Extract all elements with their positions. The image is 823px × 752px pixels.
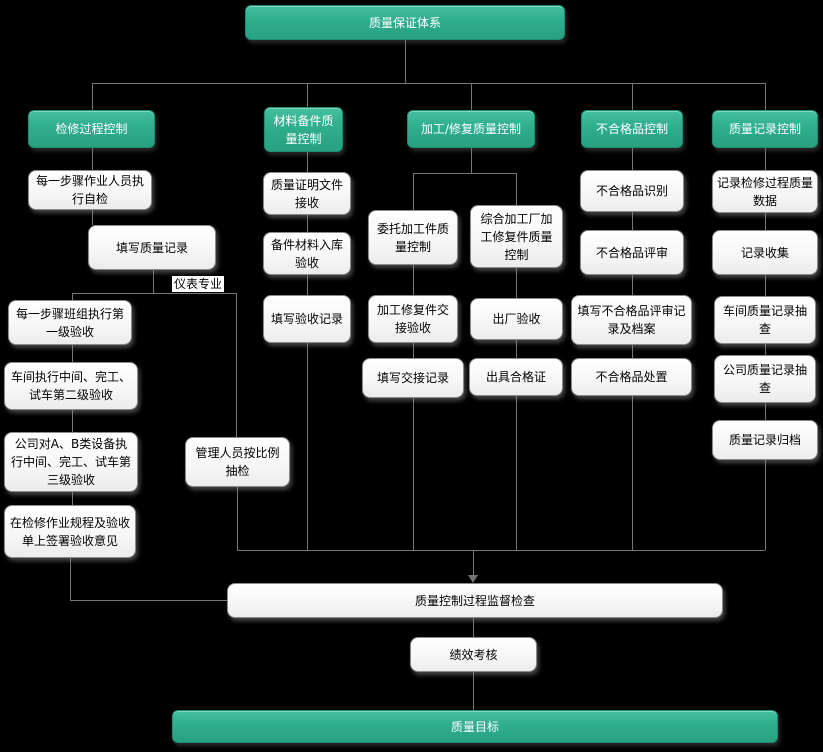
connector-line <box>765 148 766 170</box>
node-quality-certificate-reception: 质量证明文件接收 <box>263 172 351 215</box>
connector-line <box>70 558 71 600</box>
connector-line <box>632 396 633 550</box>
node-first-level-acceptance: 每一步骤班组执行第一级验收 <box>8 300 132 345</box>
connector-line <box>405 40 406 83</box>
node-issue-certificate: 出具合格证 <box>469 358 563 396</box>
node-factory-acceptance: 出厂验收 <box>470 298 563 340</box>
node-record-collection: 记录收集 <box>712 230 818 275</box>
node-nonconforming-disposal: 不合格品处置 <box>571 358 692 396</box>
connector-line <box>471 83 472 110</box>
node-fill-quality-record: 填写质量记录 <box>88 225 216 270</box>
connector-line <box>307 152 308 172</box>
connector-line <box>413 173 414 210</box>
header-nonconforming-product-control: 不合格品控制 <box>581 110 683 148</box>
node-management-sampling: 管理人员按比例抽检 <box>185 437 290 487</box>
connector-line <box>72 492 73 505</box>
connector-line <box>765 83 766 110</box>
connector-line <box>413 343 414 358</box>
connector-line <box>765 460 766 550</box>
connector-line <box>413 398 414 550</box>
connector-line <box>632 83 633 110</box>
node-quality-assurance-system: 质量保证体系 <box>245 5 565 40</box>
connector-line <box>153 270 154 293</box>
connector-line <box>70 600 227 601</box>
node-record-process-quality-data: 记录检修过程质量数据 <box>712 170 818 213</box>
header-quality-record-control: 质量记录控制 <box>712 110 818 148</box>
node-supervision-inspection: 质量控制过程监督检查 <box>227 583 723 618</box>
connector-line <box>307 343 308 550</box>
arrowhead-down-icon <box>468 575 478 583</box>
connector-line <box>471 148 472 173</box>
node-fill-handover-record: 填写交接记录 <box>362 358 464 398</box>
node-processing-plant-quality-control: 综合加工厂加工修复件质量控制 <box>470 205 563 268</box>
connector-line <box>413 265 414 295</box>
connector-line <box>765 213 766 230</box>
node-workshop-record-spot-check: 车间质量记录抽查 <box>714 296 816 344</box>
connector-line <box>632 345 633 358</box>
header-maintenance-process-control: 检修过程控制 <box>28 110 155 148</box>
node-fill-nonconforming-record: 填写不合格品评审记录及档案 <box>571 295 692 345</box>
connector-line <box>72 345 73 362</box>
connector-line <box>473 618 474 637</box>
connector-line <box>632 275 633 295</box>
connector-line <box>237 487 238 550</box>
node-record-archiving: 质量记录归档 <box>712 420 818 460</box>
connector-line <box>92 83 766 84</box>
connector-line <box>92 83 93 110</box>
header-processing-repair-quality-control: 加工/修复质量控制 <box>407 110 535 148</box>
connector-line <box>307 83 308 107</box>
node-quality-goal: 质量目标 <box>172 710 778 743</box>
connector-line <box>236 293 237 437</box>
connector-line <box>413 173 517 174</box>
connector-line <box>72 293 73 300</box>
connector-line <box>516 268 517 298</box>
node-nonconforming-identification: 不合格品识别 <box>580 170 684 212</box>
connector-line <box>72 410 73 432</box>
node-warehouse-acceptance: 备件材料入库验收 <box>263 232 351 275</box>
connector-line <box>473 672 474 710</box>
connector-line <box>307 275 308 295</box>
node-sign-acceptance-opinion: 在检修作业规程及验收单上签署验收意见 <box>4 505 136 558</box>
connector-line <box>92 148 93 170</box>
connector-line <box>92 210 93 225</box>
label-instrument-specialty: 仪表专业 <box>172 276 225 293</box>
connector-line <box>307 215 308 232</box>
node-fill-acceptance-record: 填写验收记录 <box>263 295 351 343</box>
connector-line <box>516 173 517 205</box>
node-third-level-acceptance: 公司对A、B类设备执行中间、完工、试车第三级验收 <box>4 432 138 492</box>
connector-line <box>632 212 633 230</box>
connector-line <box>765 403 766 420</box>
node-handover-acceptance: 加工修复件交接验收 <box>368 295 458 343</box>
connector-line <box>765 275 766 296</box>
connector-line <box>765 344 766 355</box>
node-company-record-spot-check: 公司质量记录抽查 <box>714 355 816 403</box>
connector-line <box>72 293 236 294</box>
node-nonconforming-review: 不合格品评审 <box>580 230 684 275</box>
node-performance-assessment: 绩效考核 <box>410 637 537 672</box>
connector-line <box>516 396 517 550</box>
connector-line <box>516 340 517 358</box>
connector-line <box>237 550 765 551</box>
connector-line <box>632 148 633 170</box>
header-material-spare-parts-quality-control: 材料备件质量控制 <box>264 107 343 152</box>
node-commissioned-parts-quality-control: 委托加工件质量控制 <box>368 210 458 265</box>
connector-line <box>473 550 474 576</box>
node-second-level-acceptance: 车间执行中间、完工、试车第二级验收 <box>4 362 138 410</box>
node-self-inspection: 每一步骤作业人员执行自检 <box>28 170 152 210</box>
